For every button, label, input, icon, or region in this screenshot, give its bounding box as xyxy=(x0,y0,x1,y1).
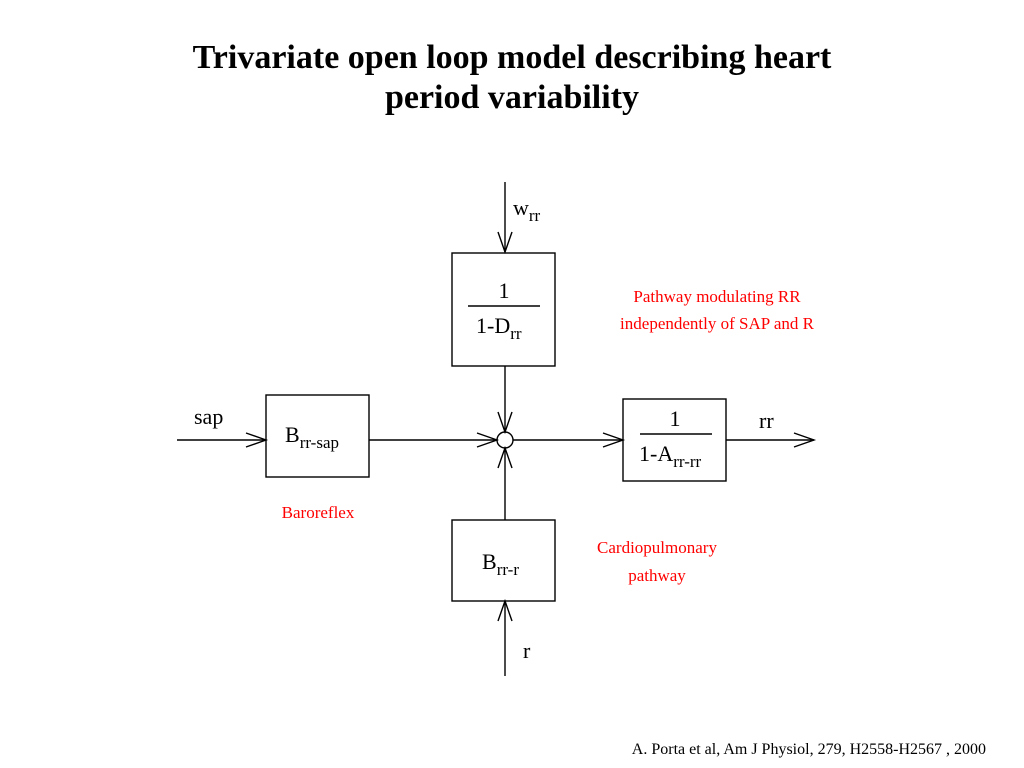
b-r-block xyxy=(451,519,556,602)
summing-junction xyxy=(496,431,514,449)
title-line-1: Trivariate open loop model describing he… xyxy=(192,39,832,76)
rr-output-arrowhead xyxy=(793,432,817,448)
slide-title: Trivariate open loop model describing he… xyxy=(0,38,1024,118)
w-label: wrr xyxy=(513,195,541,225)
d-numerator: 1 xyxy=(499,278,510,303)
a-denominator: 1-Arr-rr xyxy=(639,441,702,471)
title-line-2: period variability xyxy=(384,79,640,116)
a-numerator: 1 xyxy=(670,406,681,431)
rr-label: rr xyxy=(759,408,774,433)
d-denominator: 1-Drr xyxy=(476,313,522,343)
baroreflex-annotation: Baroreflex xyxy=(282,503,355,522)
b-sap-label: Brr-sap xyxy=(285,422,339,452)
b-r-label: Brr-r xyxy=(482,549,519,579)
r-input-arrowhead xyxy=(497,598,513,622)
cardio-annotation-line-1: Cardiopulmonary xyxy=(597,538,717,557)
sap-label: sap xyxy=(194,404,223,429)
w-input-arrowhead xyxy=(497,231,513,255)
cardio-annotation-line-2: pathway xyxy=(628,566,686,585)
pathway-annotation-line-1: Pathway modulating RR xyxy=(633,287,801,306)
d-block xyxy=(451,252,556,367)
citation: A. Porta et al, Am J Physiol, 279, H2558… xyxy=(631,741,986,758)
b-r-output-arrowhead xyxy=(497,445,513,469)
r-label: r xyxy=(523,638,531,663)
pathway-annotation-line-2: independently of SAP and R xyxy=(620,314,815,333)
b-sap-block xyxy=(265,394,370,478)
